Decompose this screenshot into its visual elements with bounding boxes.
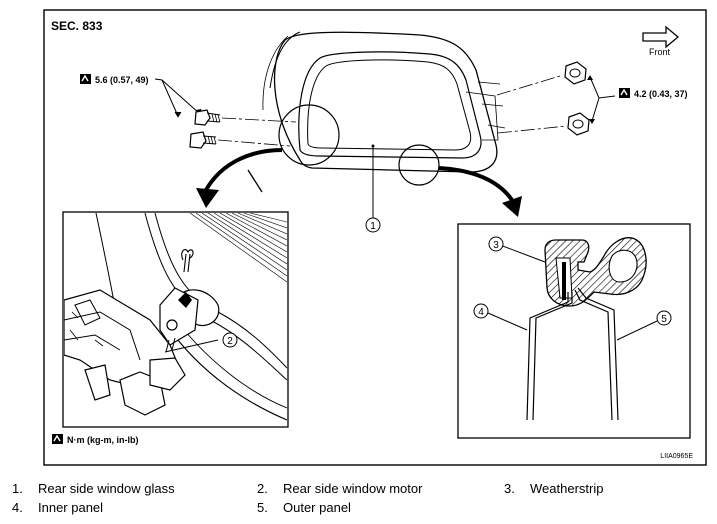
diagram-frame xyxy=(43,9,707,466)
bolt-lower xyxy=(189,131,217,149)
units-label: N·m (kg-m, in-lb) xyxy=(67,435,139,445)
legend: 1. Rear side window glass 2. Rear side w… xyxy=(12,481,604,515)
detail-circle-right xyxy=(398,144,440,186)
nut-lower xyxy=(567,112,590,136)
section-label: SEC. 833 xyxy=(51,19,103,33)
arrow-to-weatherstrip-detail xyxy=(502,196,522,217)
torque-wrench-icon xyxy=(80,74,91,84)
detail-circle-left xyxy=(278,104,340,166)
window-assembly xyxy=(247,31,506,193)
front-label: Front xyxy=(649,47,671,57)
front-arrow-icon xyxy=(642,25,680,49)
callout-5: 5 xyxy=(661,314,667,325)
callout-1: 1 xyxy=(370,221,376,232)
callout-3: 3 xyxy=(493,240,499,251)
arrow-to-motor-detail xyxy=(196,188,219,208)
motor-detail-box: 2 xyxy=(62,211,289,428)
callout-4: 4 xyxy=(478,307,484,318)
bolt-upper xyxy=(194,109,221,126)
figure-code: LIIA0965E xyxy=(660,453,693,460)
torque-right: 4.2 (0.43, 37) xyxy=(634,89,688,99)
nut-upper xyxy=(564,61,587,85)
torque-wrench-icon xyxy=(52,434,63,444)
callout-2: 2 xyxy=(227,336,233,347)
weatherstrip-detail-box: 3 4 5 xyxy=(457,223,691,439)
diagram: SEC. 833 Front 5.6 (0.57, 49) xyxy=(43,9,707,466)
torque-wrench-icon xyxy=(619,88,630,98)
torque-left: 5.6 (0.57, 49) xyxy=(95,75,149,85)
